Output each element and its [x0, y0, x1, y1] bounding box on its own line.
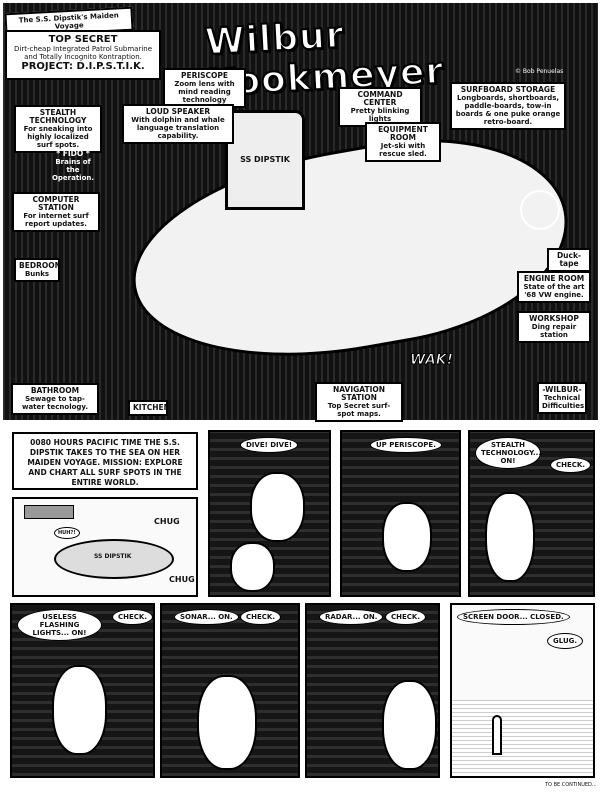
reply-bubble: CHECK.	[112, 609, 153, 625]
wilbur-illustration	[250, 472, 305, 542]
fido-illustration	[382, 680, 437, 770]
label-text: Brains of the Operation.	[51, 158, 95, 182]
label-title: COMPUTER STATION	[32, 195, 80, 212]
label-text: With dolphin and whale language translat…	[131, 116, 225, 140]
label-title: Duck-tape	[556, 251, 582, 268]
label-text: State of the art '68 VW engine.	[523, 283, 585, 299]
speech-bubble: RADAR... ON.	[319, 609, 384, 625]
label-text: Bunks	[24, 270, 50, 278]
label-text: Longboards, shortboards, paddle-boards, …	[455, 94, 561, 126]
submarine-illustration: SS DIPSTIK	[54, 539, 174, 579]
label-text: Sewage to tap-water tecnology.	[21, 395, 88, 411]
ocean-illustration	[452, 700, 593, 776]
speech-bubble: SCREEN DOOR... CLOSED.	[457, 609, 570, 625]
top-secret-box: TOP SECRET Dirt-cheap Integrated Patrol …	[5, 30, 161, 80]
panel-8: SCREEN DOOR... CLOSED. GLUG.	[450, 603, 595, 778]
reply-bubble: CHECK.	[240, 609, 281, 625]
panel-4: STEALTH TECHNOLOGY... ON! CHECK.	[468, 430, 595, 597]
panel-1: SS DIPSTIK HUH?! CHUG CHUG	[12, 497, 198, 597]
label-text: Technical Difficulties	[542, 394, 585, 410]
chug-sfx: CHUG	[169, 575, 195, 584]
fido-illustration	[197, 675, 257, 770]
label-title: WORKSHOP	[529, 314, 579, 323]
label-title: ENGINE ROOM	[523, 274, 585, 283]
panel-7: RADAR... ON. CHECK.	[305, 603, 440, 778]
label-title: SURFBOARD STORAGE	[460, 85, 556, 94]
wak-sfx: WAK!	[409, 352, 454, 369]
boat-illustration	[24, 505, 74, 519]
label-kitchen: KITCHEN	[128, 400, 170, 416]
panel-2: DIVE! DIVE!	[208, 430, 331, 597]
label-title: KITCHEN	[133, 403, 170, 412]
fido-illustration	[230, 542, 275, 592]
speech-bubble: USELESS FLASHING LIGHTS... ON!	[17, 609, 102, 641]
speech-bubble: UP PERISCOPE.	[370, 437, 442, 453]
speech-bubble: STEALTH TECHNOLOGY... ON!	[475, 437, 541, 469]
hull-name: SS DIPSTIK	[94, 553, 132, 560]
wilbur-illustration	[382, 502, 432, 572]
panel-1-caption: 0080 HOURS PACIFIC TIME THE S.S. DIPSTIK…	[12, 432, 198, 490]
label-title: -WILBUR-	[542, 385, 582, 394]
label-title: STEALTH TECHNOLOGY	[29, 108, 87, 125]
label-text: Jet-ski with rescue sled.	[379, 142, 427, 158]
periscope-icon	[492, 715, 502, 755]
label-wilbur: -WILBUR-Technical Difficulties	[537, 382, 587, 414]
label-title: NAVIGATION STATION	[332, 385, 386, 402]
label-text: Top Secret surf-spot maps.	[327, 402, 391, 418]
label-title: LOUD SPEAKER	[145, 107, 211, 116]
speech-bubble: DIVE! DIVE!	[240, 437, 299, 453]
label-text: For sneaking into highly localized surf …	[23, 125, 93, 149]
chug-sfx: CHUG	[154, 517, 180, 526]
conning-tower-illustration: SS DIPSTIK	[225, 110, 305, 210]
reply-bubble: CHECK.	[550, 457, 591, 473]
panel-6: SONAR... ON. CHECK.	[160, 603, 300, 778]
wilbur-illustration	[485, 492, 535, 582]
label-text: Ding repair station	[531, 323, 577, 339]
panel-3: UP PERISCOPE.	[340, 430, 461, 597]
propeller-icon	[520, 190, 560, 230]
label-text: Zoom lens with mind reading technology	[174, 80, 235, 104]
project-name: PROJECT: D.I.P.S.T.I.K.	[21, 61, 145, 72]
sub-name: SS DIPSTIK	[240, 155, 290, 164]
speech-bubble: SONAR... ON.	[174, 609, 239, 625]
label-title: PERISCOPE	[180, 71, 229, 80]
huh-bubble: HUH?!	[54, 527, 80, 539]
label-text: For internet surf report updates.	[23, 212, 89, 228]
label-title: COMMAND CENTER	[357, 90, 403, 107]
top-secret-heading: TOP SECRET	[48, 34, 118, 45]
label-fido: * FIDO *Brains of the Operation.	[48, 148, 98, 184]
to-be-continued: TO BE CONTINUED...	[545, 782, 597, 788]
reply-bubble: CHECK.	[385, 609, 426, 625]
label-text: Pretty blinking lights	[350, 107, 410, 123]
reply-bubble: GLUG.	[547, 633, 584, 649]
panel-5: USELESS FLASHING LIGHTS... ON! CHECK.	[10, 603, 155, 778]
label-title: EQUIPMENT ROOM	[378, 125, 428, 142]
top-secret-line: Dirt-cheap Integrated Patrol Submarine a…	[13, 45, 153, 61]
label-duct-tape: Duck-tape	[547, 248, 591, 272]
label-title: BEDROOM	[19, 261, 63, 270]
copyright: © Bob Penuelas	[515, 68, 564, 75]
wilbur-illustration	[52, 665, 107, 755]
label-title: BATHROOM	[30, 386, 80, 395]
label-title: * FIDO *	[56, 149, 90, 158]
